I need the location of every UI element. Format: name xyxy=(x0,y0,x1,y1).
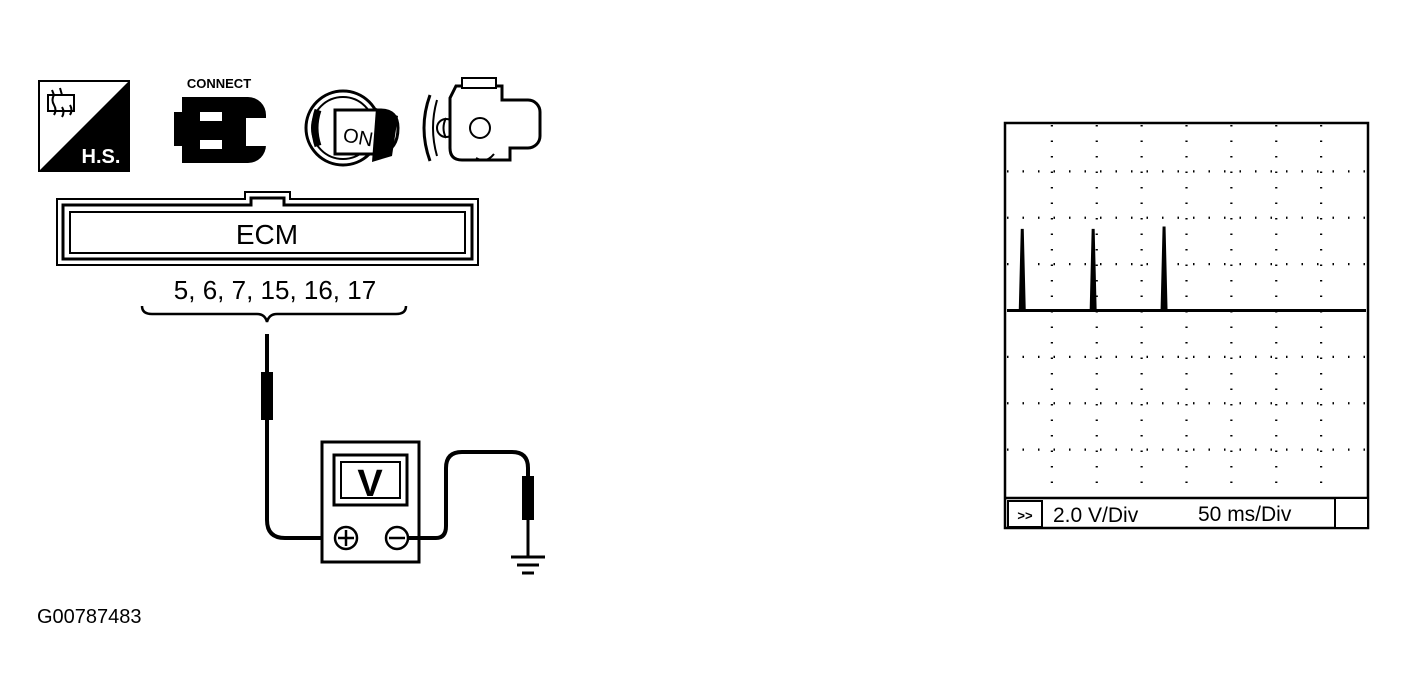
scope-blank-button[interactable] xyxy=(1334,497,1369,529)
ground-icon xyxy=(511,555,545,575)
positive-terminal-icon xyxy=(333,525,359,551)
negative-probe xyxy=(408,450,534,556)
scope-menu-button[interactable]: >> xyxy=(1007,500,1043,528)
voltage-scale: 2.0 V/Div xyxy=(1053,504,1139,527)
oscilloscope-display: >> 2.0 V/Div 50 ms/Div xyxy=(1003,121,1370,530)
hot-soak-icon: H.S. xyxy=(38,80,130,172)
figure-id: G00787483 xyxy=(37,606,142,628)
engine-outline-icon xyxy=(47,87,75,118)
voltmeter: V xyxy=(320,440,421,564)
ecm-connector: ECM xyxy=(56,191,479,266)
connect-icon: CONNECT xyxy=(174,76,266,163)
hot-soak-label: H.S. xyxy=(82,146,121,168)
waveform-pulse xyxy=(1089,228,1097,311)
waveform-pulse xyxy=(1160,226,1168,311)
ignition-key-icon: ON xyxy=(304,89,400,167)
terminal-brace xyxy=(140,305,408,323)
ecm-label: ECM xyxy=(236,219,298,250)
positive-probe xyxy=(261,334,328,540)
engine-running-icon xyxy=(422,77,542,162)
ecm-terminals: 5, 6, 7, 15, 16, 17 xyxy=(174,275,376,305)
ignition-on-label: ON xyxy=(341,125,374,152)
scope-menu-button-label: >> xyxy=(1017,508,1033,523)
scope-waveform xyxy=(1007,226,1366,312)
voltmeter-label: V xyxy=(357,463,383,505)
waveform-pulse xyxy=(1018,228,1026,311)
time-scale: 50 ms/Div xyxy=(1198,503,1292,526)
connect-label: CONNECT xyxy=(187,76,251,91)
negative-terminal-icon xyxy=(384,525,410,551)
